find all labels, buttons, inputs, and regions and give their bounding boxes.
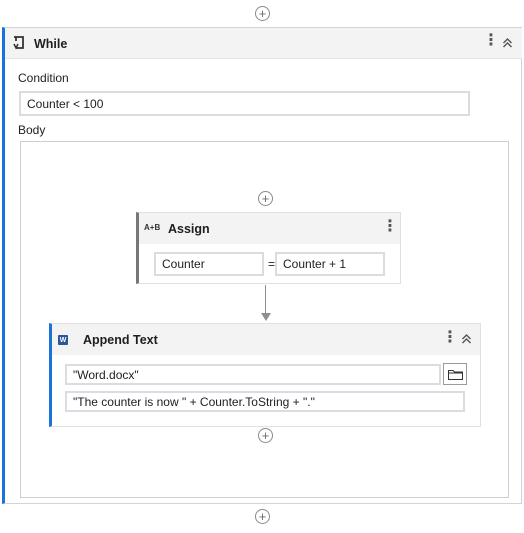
append-text-title: Append Text <box>83 333 158 347</box>
text-input[interactable]: "The counter is now " + Counter.ToString… <box>65 391 465 412</box>
while-header[interactable]: While ⋮ <box>5 28 522 59</box>
while-more-icon[interactable]: ⋮ <box>483 32 499 49</box>
plus-icon: + <box>261 427 270 443</box>
add-activity-after-append-button[interactable]: + <box>258 428 273 443</box>
assign-value-input[interactable]: Counter + 1 <box>275 252 385 276</box>
assign-to-input[interactable]: Counter <box>154 252 264 276</box>
while-collapse-icon[interactable] <box>502 37 513 52</box>
while-title: While <box>34 37 68 51</box>
plus-icon: + <box>261 190 270 206</box>
append-text-header[interactable]: W Append Text ⋮ <box>52 324 480 355</box>
append-text-activity[interactable]: W Append Text ⋮ "Word.docx" "The counter… <box>49 323 481 427</box>
condition-label: Condition <box>18 71 69 85</box>
add-activity-before-assign-button[interactable]: + <box>258 191 273 206</box>
append-more-icon[interactable]: ⋮ <box>442 329 458 346</box>
assign-title: Assign <box>168 222 210 236</box>
plus-icon: + <box>258 5 267 21</box>
condition-input[interactable]: Counter < 100 <box>19 91 470 116</box>
assign-more-icon[interactable]: ⋮ <box>382 218 398 235</box>
assign-equals-label: = <box>268 257 276 271</box>
plus-icon: + <box>258 508 267 524</box>
browse-folder-button[interactable] <box>443 363 467 385</box>
connector-arrow-icon <box>261 313 271 321</box>
loop-icon <box>12 35 27 53</box>
add-activity-bottom-button[interactable]: + <box>255 509 270 524</box>
body-label: Body <box>18 123 46 137</box>
body-container: + A+B Assign ⋮ Counter = Counter + 1 W A… <box>20 141 509 498</box>
file-path-input[interactable]: "Word.docx" <box>65 364 441 385</box>
assign-activity[interactable]: A+B Assign ⋮ Counter = Counter + 1 <box>136 212 401 284</box>
connector-line <box>265 285 266 314</box>
word-icon: W <box>58 335 68 345</box>
folder-icon <box>447 369 463 380</box>
assign-icon: A+B <box>144 223 161 232</box>
assign-header[interactable]: A+B Assign ⋮ <box>139 213 400 244</box>
add-activity-top-button[interactable]: + <box>255 6 270 21</box>
append-collapse-icon[interactable] <box>461 333 472 348</box>
while-activity[interactable]: While ⋮ Condition Counter < 100 Body + A… <box>2 27 522 504</box>
